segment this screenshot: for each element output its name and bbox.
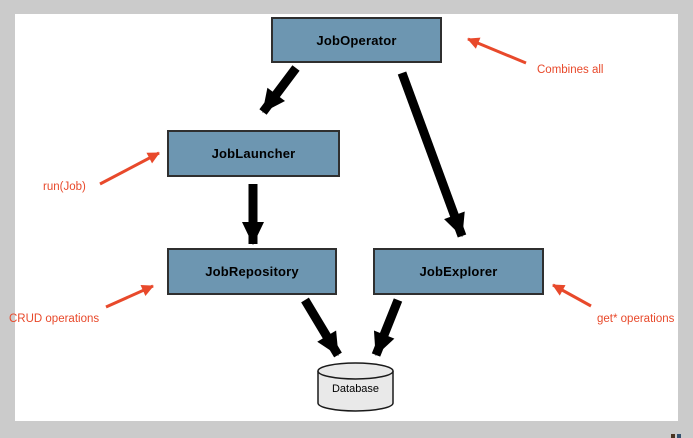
page-number-fragment xyxy=(671,434,675,438)
annotation-run-job: run(Job) xyxy=(43,181,86,193)
node-jobrepository: JobRepository xyxy=(167,248,337,295)
node-joblauncher: JobLauncher xyxy=(167,130,340,177)
page-number-fragment xyxy=(677,434,681,438)
node-joboperator-label: JobOperator xyxy=(316,32,397,48)
node-jobexplorer-label: JobExplorer xyxy=(419,264,498,279)
node-jobrepository-label: JobRepository xyxy=(205,264,299,279)
node-jobexplorer: JobExplorer xyxy=(373,248,544,295)
node-joboperator: JobOperator xyxy=(271,17,442,63)
node-joblauncher-label: JobLauncher xyxy=(211,146,296,161)
annotation-crud-operations: CRUD operations xyxy=(9,313,100,325)
annotation-combines-all: Combines all xyxy=(537,64,604,76)
diagram-canvas xyxy=(15,14,678,421)
database-label: Database xyxy=(331,383,380,395)
annotation-get-operations: get* operations xyxy=(597,313,675,325)
